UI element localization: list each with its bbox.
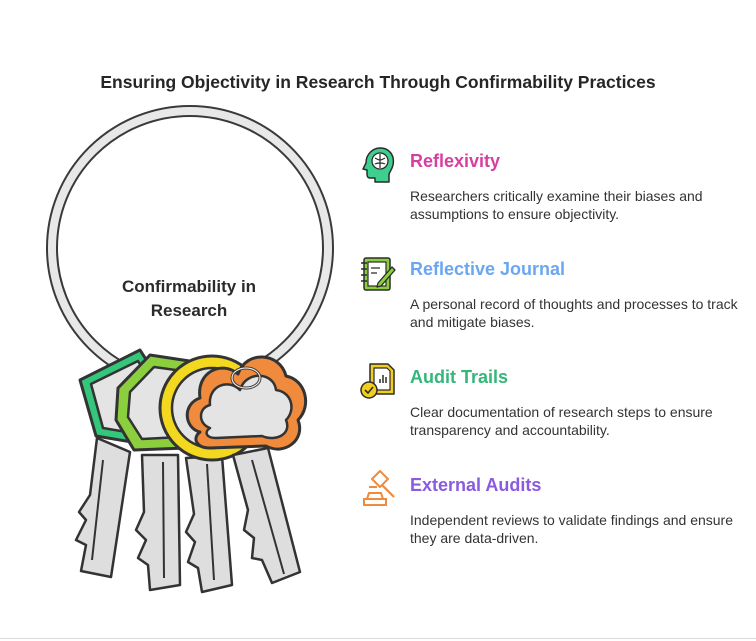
center-label-line1: Confirmability in — [121, 277, 257, 296]
item-reflexivity-title: Reflexivity — [410, 151, 501, 171]
diagram-title: Ensuring Objectivity in Research Through… — [100, 72, 656, 92]
item-reflective-journal-title: Reflective Journal — [410, 259, 566, 279]
item-external-audits-title: External Audits — [410, 475, 542, 495]
bottom-divider — [0, 638, 756, 639]
document-check-icon — [360, 363, 395, 399]
journal-pen-icon — [361, 257, 396, 291]
item-external-audits-description: Independent reviews to validate findings… — [410, 512, 733, 546]
center-label-line2: Research — [150, 301, 228, 320]
item-reflective-journal-description: A personal record of thoughts and proces… — [410, 296, 738, 330]
brain-head-icon — [362, 147, 395, 183]
gavel-icon — [363, 470, 395, 506]
item-audit-trails-title: Audit Trails — [410, 367, 509, 387]
key-cloud — [185, 355, 308, 585]
item-reflexivity-description: Researchers critically examine their bia… — [410, 188, 703, 222]
center-label: Confirmability in Research — [96, 275, 282, 323]
item-audit-trails-description: Clear documentation of research steps to… — [410, 404, 713, 438]
